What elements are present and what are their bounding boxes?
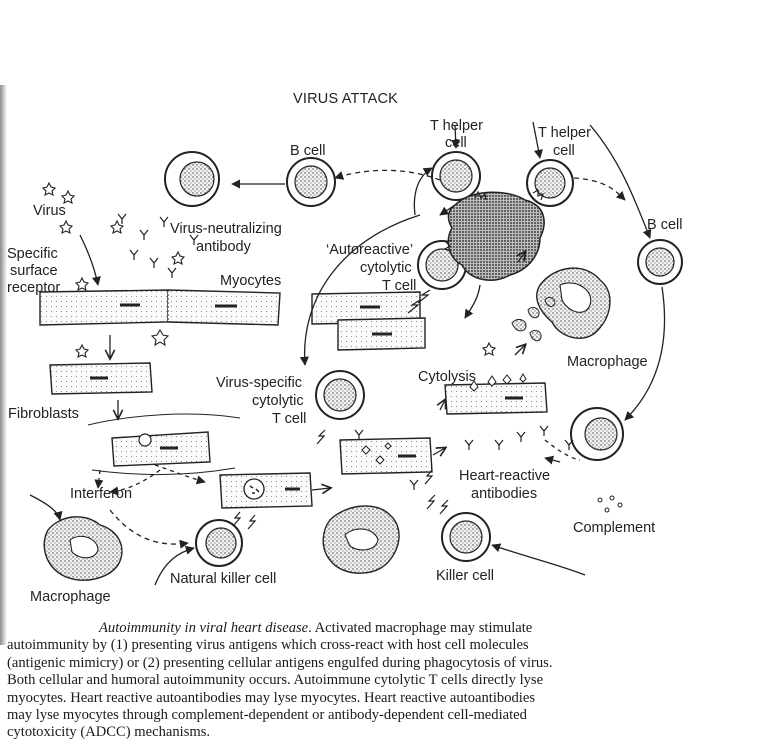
macrophage-center — [322, 505, 400, 574]
b-cell-top — [286, 157, 336, 207]
label-cytolysis: Cytolysis — [418, 369, 476, 385]
label-macrophage-right: Macrophage — [567, 354, 648, 370]
label-fibroblasts: Fibroblasts — [8, 406, 79, 422]
label-macrophage-left: Macrophage — [30, 589, 111, 605]
myocyte-center — [339, 437, 433, 475]
label-specific-receptor-2: surface — [10, 263, 58, 279]
label-myocytes: Myocytes — [220, 273, 281, 289]
label-t-helper-left-1: T helper — [430, 118, 483, 134]
b-cell-top-left — [164, 151, 220, 207]
cytolytic-attack-marks — [232, 289, 449, 530]
page-binding-shadow — [0, 85, 7, 645]
myocyte-top-left — [39, 289, 281, 326]
label-heart-reactive-1: Heart-reactive — [459, 468, 550, 484]
label-interferon: Interferon — [70, 486, 132, 502]
label-killer-cell: Killer cell — [436, 568, 494, 584]
label-virus-specific-3: T cell — [272, 411, 306, 427]
t-helper-cell-left — [431, 151, 481, 201]
label-specific-receptor-3: receptor — [7, 280, 60, 296]
macrophage-left — [43, 516, 123, 581]
label-virus-specific-2: cytolytic — [252, 393, 304, 409]
plasma-cell-right — [570, 407, 624, 461]
label-virus: Virus — [33, 203, 66, 219]
complement-particles — [597, 495, 623, 513]
killer-cell — [441, 512, 491, 562]
label-t-helper-right-2: cell — [553, 143, 575, 159]
label-t-helper-left-2: cell — [445, 135, 467, 151]
virus-attack-diagram: VIRUS ATTACK B cell T helper cell T help… — [7, 91, 683, 605]
antibodies — [117, 213, 574, 490]
caption-line-1-text: . Activated macrophage may stimulate — [308, 620, 533, 636]
label-t-helper-right-1: T helper — [538, 125, 591, 141]
t-helper-cell-right — [526, 159, 574, 207]
label-complement: Complement — [573, 520, 655, 536]
arrows — [29, 121, 666, 586]
caption-line-7: cytotoxicity (ADCC) mechanisms. — [7, 724, 211, 741]
diagram-title: VIRUS ATTACK — [293, 91, 398, 107]
label-virus-specific-1: Virus-specific — [216, 375, 302, 391]
b-cell-right — [637, 239, 683, 285]
label-virus-neutralizing-2: antibody — [196, 239, 252, 255]
myocyte-infected — [219, 472, 313, 509]
virus-specific-t-cell — [315, 370, 365, 420]
caption-line-2: autoimmunity by (1) presenting virus ant… — [7, 637, 529, 654]
caption-line-3: (antigenic mimicry) or (2) presenting ce… — [7, 654, 553, 671]
macrophage-right — [511, 267, 611, 342]
caption-title: Autoimmunity in viral heart disease — [99, 620, 309, 636]
label-autoreactive-3: T cell — [382, 278, 416, 294]
label-autoreactive-1: ‘Autoreactive’ — [326, 242, 413, 258]
synapse-marks — [443, 188, 544, 252]
label-autoreactive-2: cytolytic — [360, 260, 412, 276]
label-virus-neutralizing-1: Virus-neutralizing — [170, 221, 282, 237]
myocyte-fibroblast — [87, 413, 241, 475]
label-b-cell-top: B cell — [290, 143, 325, 159]
label-natural-killer: Natural killer cell — [170, 571, 276, 587]
myocyte-left-2 — [49, 362, 153, 395]
caption-line-5: myocytes. Heart reactive autoantibodies … — [7, 689, 536, 706]
natural-killer-cell — [195, 519, 243, 567]
caption-line-1: Autoimmunity in viral heart disease. Act… — [7, 620, 759, 637]
myocyte-autoreactive — [311, 291, 426, 351]
label-specific-receptor-1: Specific — [7, 246, 58, 262]
label-b-cell-right: B cell — [647, 217, 682, 233]
caption-line-6: may lyse myocytes through complement-dep… — [7, 707, 527, 724]
activated-macrophage — [447, 191, 545, 281]
caption-line-4: Both cellular and humoral autoimmunity o… — [7, 672, 544, 689]
label-heart-reactive-2: antibodies — [471, 486, 537, 502]
figure-caption: Autoimmunity in viral heart disease. Act… — [7, 620, 759, 742]
virus-particles — [41, 181, 497, 359]
